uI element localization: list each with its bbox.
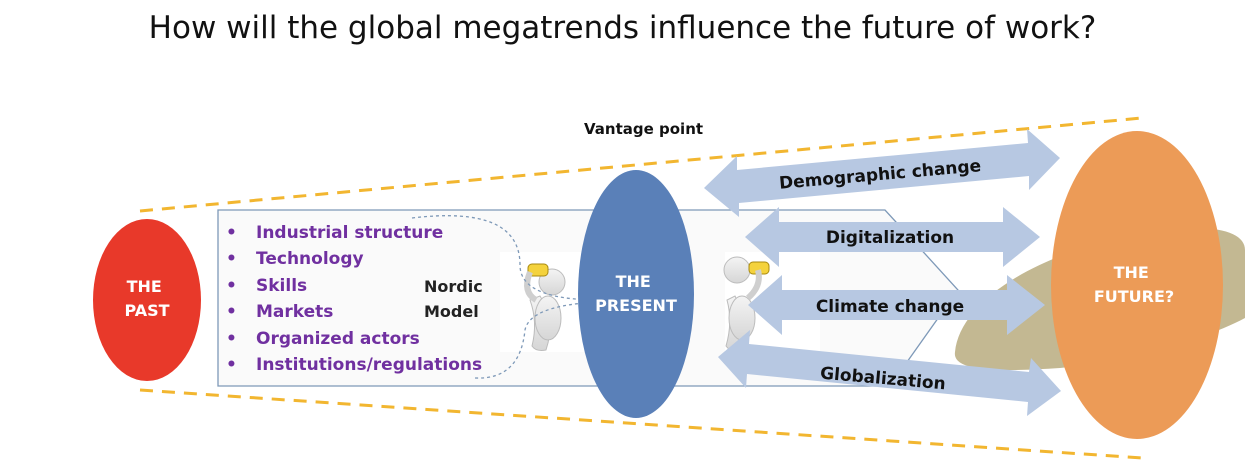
present-label: THE PRESENT bbox=[595, 272, 677, 315]
factor-item: • Technology bbox=[226, 246, 482, 272]
factor-label: Markets bbox=[256, 302, 334, 323]
factor-label: Skills bbox=[256, 275, 308, 296]
arrow-climate-change bbox=[748, 275, 1045, 335]
past-ellipse bbox=[93, 219, 201, 381]
past-label: THE PAST bbox=[124, 277, 169, 320]
bullet-icon: • bbox=[226, 249, 237, 270]
factor-label: Institutions/regulations bbox=[256, 354, 483, 375]
bullet-icon: • bbox=[226, 354, 237, 375]
factor-label: Industrial structure bbox=[256, 223, 444, 243]
factor-item: • Industrial structure bbox=[226, 220, 482, 246]
connector-dotted-top bbox=[411, 215, 601, 301]
bullet-icon: • bbox=[226, 328, 237, 349]
factor-item: • Skills bbox=[226, 273, 482, 299]
factor-label: Technology bbox=[256, 249, 364, 270]
cone-line-bottom bbox=[139, 388, 1143, 460]
arrow-globalization bbox=[718, 330, 1061, 416]
figure-binoculars-icon bbox=[524, 263, 566, 351]
vantage-point-label: Vantage point bbox=[584, 120, 704, 138]
factor-label: Organized actors bbox=[256, 328, 420, 349]
factor-item: • Markets bbox=[226, 299, 482, 325]
factor-list: • Industrial structure • Technology • Skill… bbox=[226, 220, 482, 378]
future-label: THE FUTURE? bbox=[1094, 263, 1174, 306]
nordic-model-label-line1: Nordic bbox=[424, 277, 483, 296]
cone-line-top bbox=[139, 116, 1143, 213]
figure-binoculars-icon bbox=[723, 256, 770, 351]
present-ellipse bbox=[578, 170, 694, 418]
megatrend-label-climate-change: Climate change bbox=[816, 297, 964, 317]
page-title: How will the global megatrends influence… bbox=[148, 10, 1097, 46]
connector-dotted-bottom bbox=[474, 301, 601, 379]
factor-item: • Institutions/regulations bbox=[226, 352, 482, 378]
megatrend-label-digitalization: Digitalization bbox=[826, 228, 954, 248]
bullet-icon: • bbox=[226, 223, 237, 243]
future-ellipse bbox=[1051, 131, 1223, 439]
factor-item: • Organized actors bbox=[226, 326, 482, 352]
nordic-model-label-line2: Model bbox=[424, 302, 479, 321]
bullet-icon: • bbox=[226, 275, 237, 296]
arrow-demographic-change bbox=[704, 129, 1060, 217]
bullet-icon: • bbox=[226, 302, 237, 323]
arrow-digitalization bbox=[745, 207, 1040, 267]
